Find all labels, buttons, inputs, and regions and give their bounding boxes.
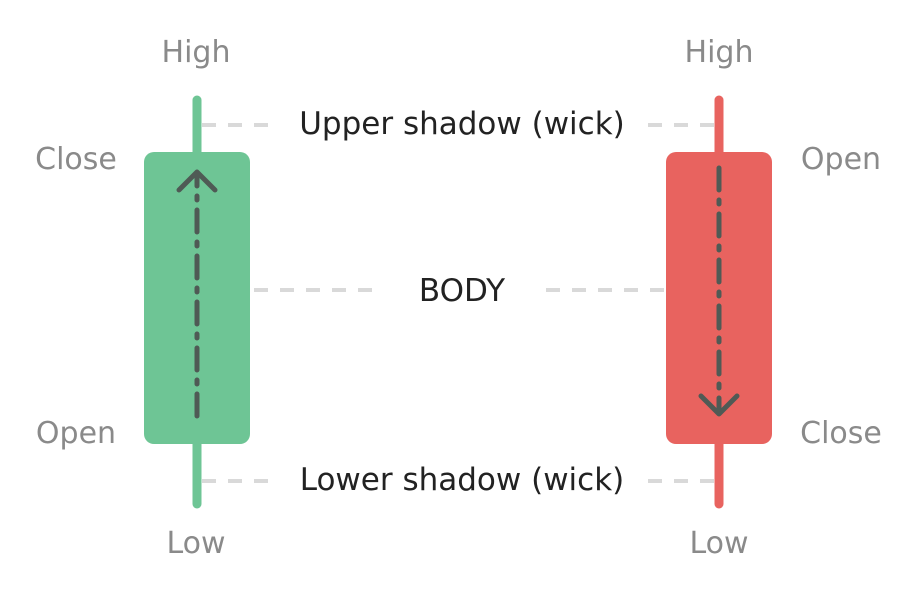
lower-shadow-label: Lower shadow (wick) [300,462,625,498]
body-label: BODY [419,273,505,309]
bearish-close-label: Close [800,416,882,451]
bullish-candle [144,95,250,509]
bullish-low-label: Low [166,526,225,561]
bearish-candle [666,95,772,509]
arrow-down-icon [698,165,740,417]
bullish-open-label: Open [36,416,116,451]
bullish-close-label: Close [35,142,117,177]
bearish-open-label: Open [801,142,881,177]
bearish-low-label: Low [689,526,748,561]
bearish-high-label: High [685,35,754,70]
bullish-body [144,152,250,444]
arrow-up-icon [176,169,218,419]
bullish-high-label: High [162,35,231,70]
upper-shadow-label: Upper shadow (wick) [299,106,625,142]
